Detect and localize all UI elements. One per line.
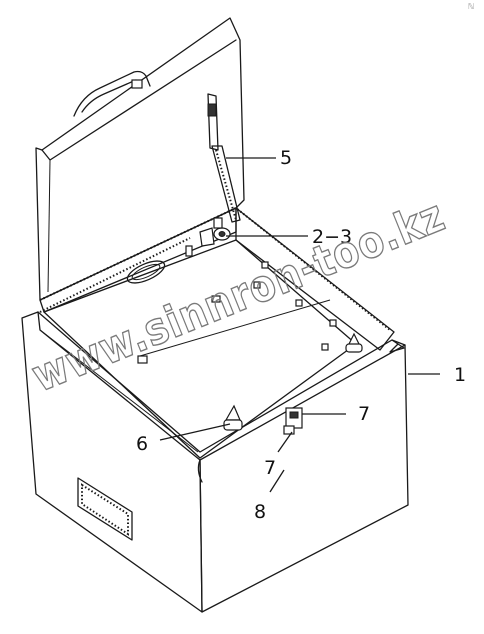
callout-5: 6 [136,433,148,455]
callouts: 5 2−3 1 6 7 7 8 [136,147,466,523]
corner-mark: ℕ [468,2,474,11]
bumper-foot [223,332,363,431]
watermark: www.sinnron-too.kz [25,190,452,402]
callout-7: 7 [264,457,276,479]
side-handle-slot [77,477,133,541]
lid-handle [73,70,151,117]
callout-4: 5 [280,147,292,169]
lid [35,17,245,301]
front-latch [283,407,303,435]
callout-2-3: 2−3 [312,226,352,248]
callout-1: 1 [454,364,466,386]
callout-6: 7 [358,403,370,425]
oval-hole [126,260,166,284]
interior-fittings [137,245,337,364]
lid-stay-arm [207,93,241,223]
callout-8: 8 [254,501,266,523]
hinge-assembly [199,217,231,247]
leader-lines [159,157,440,493]
